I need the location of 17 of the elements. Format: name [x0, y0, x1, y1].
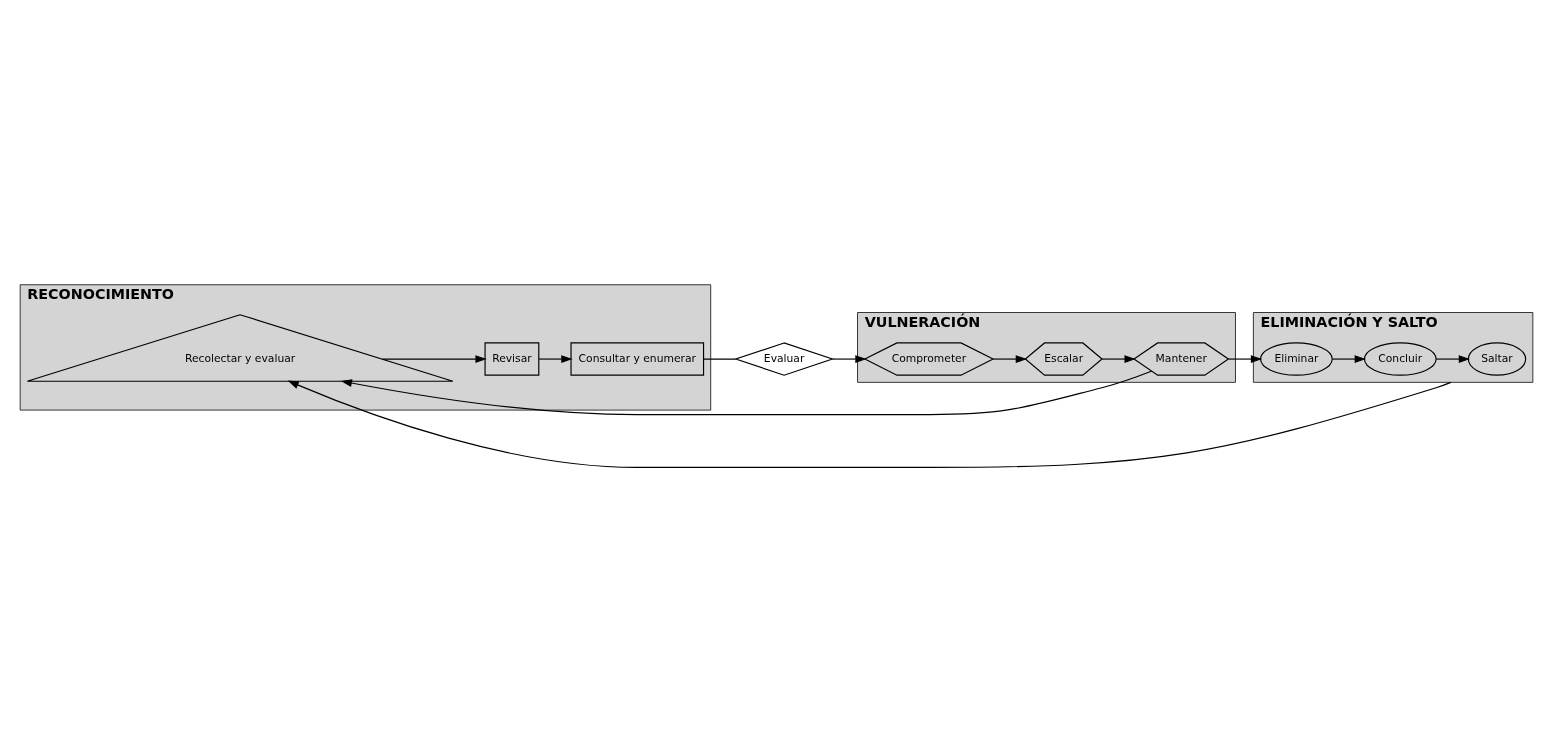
node-ellipse: Eliminar	[1259, 342, 1333, 376]
arrow	[1227, 355, 1263, 363]
connector	[703, 358, 737, 360]
node-diamond: Evaluar	[733, 342, 835, 376]
arrow	[287, 380, 1452, 468]
arrow	[381, 355, 487, 363]
node-ellipse: Concluir	[1363, 342, 1437, 376]
arrow	[992, 355, 1027, 363]
node-ellipse: Saltar	[1467, 342, 1527, 376]
arrow	[340, 370, 1152, 416]
arrow	[538, 355, 573, 363]
node-box: Consultar y enumerar	[570, 342, 705, 376]
arrow	[1331, 355, 1366, 363]
arrow	[832, 355, 867, 363]
arrow	[1101, 355, 1136, 363]
node-box: Revisar	[484, 342, 540, 376]
arrow	[1435, 355, 1471, 363]
